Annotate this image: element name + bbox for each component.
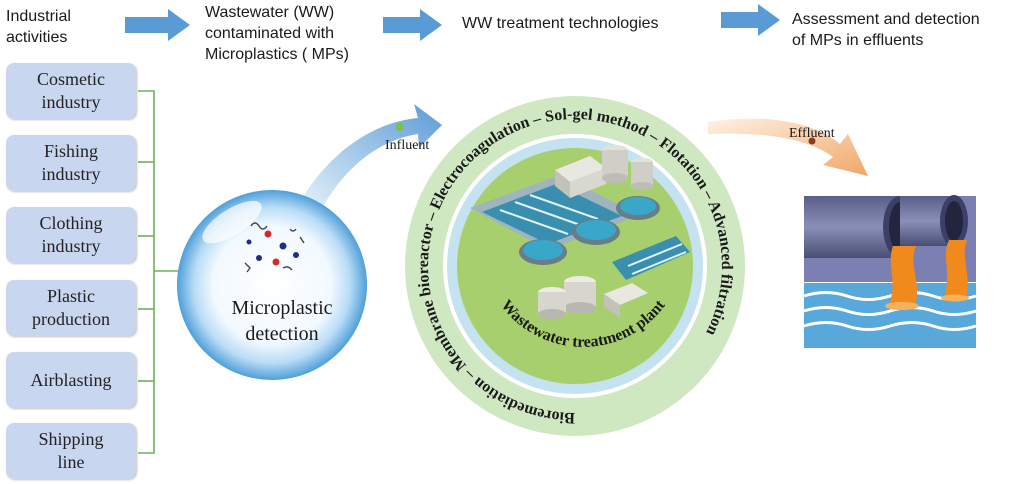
treatment-plant-illustration [470,145,690,319]
effluent-arrow [708,118,868,176]
flow-arrow-3 [721,4,780,36]
influent-marker [396,123,404,131]
detection-label-line1: Microplastic [231,297,332,319]
flow-arrow-2 [383,9,442,41]
effluent-label: Effluent [789,126,835,141]
bubble-highlight [202,200,262,244]
source-box-fishing-industry: Fishing industry [6,135,136,191]
detection-bubble [177,190,367,380]
source-box-shipping-line: Shipping line [6,423,136,479]
flow-step-wastewater: Wastewater (WW) contaminated with Microp… [205,4,350,63]
flow-step-treatment-technologies: WW treatment technologies [462,15,659,32]
discharge-pipes-icon [803,195,977,348]
influent-label: Influent [385,138,429,153]
flow-arrow-1 [125,9,190,41]
source-bracket [138,90,178,454]
flow-step-industrial-activities: Industrial activities [6,8,71,46]
source-box-plastic-production: Plastic production [6,280,136,336]
detection-label-line2: detection [245,323,318,345]
flow-step-assessment: Assessment and detection of MPs in efflu… [792,11,980,49]
influent-arrow [298,104,442,215]
microplastic-particles-icon [244,222,305,273]
source-box-clothing-industry: Clothing industry [6,207,136,263]
effluent-marker [808,137,816,145]
source-box-cosmetic-industry: Cosmetic industry [6,63,136,119]
source-bracket-ticks [138,161,154,382]
source-box-airblasting: Airblasting [6,352,136,408]
